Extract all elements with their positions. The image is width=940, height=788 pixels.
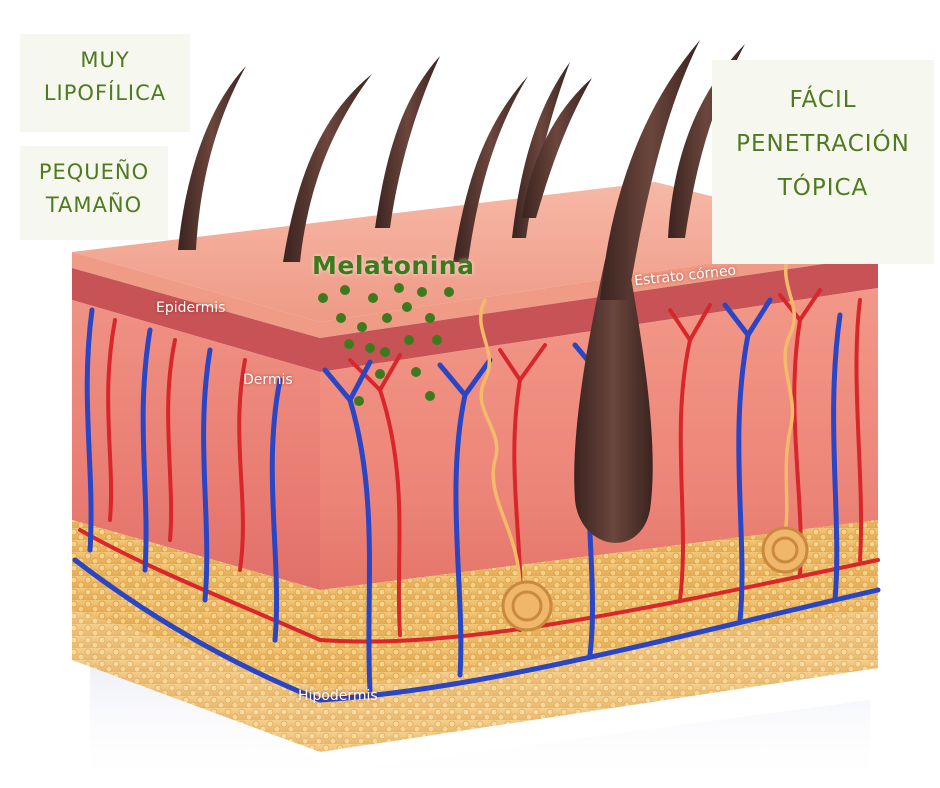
melatonin-label: Melatonina [312, 251, 475, 280]
hair-shafts [178, 40, 745, 300]
veins [72, 297, 881, 703]
callout-small-size-line1: PEQUEÑO [38, 160, 150, 184]
callout-lipophilic: MUY LIPOFÍLICA [20, 34, 190, 132]
melatonin-dots [318, 283, 454, 406]
left-face [72, 252, 320, 752]
label-epidermis: Epidermis [156, 300, 226, 316]
callout-lipophilic-line2: LIPOFÍLICA [43, 81, 167, 105]
sweat-glands [501, 526, 809, 632]
label-hypodermis: Hipodermis [298, 688, 378, 704]
callout-small-size-line2: TAMAÑO [45, 193, 143, 217]
callout-lipophilic-line1: MUY [80, 48, 130, 72]
callout-easy-penetration-line3: TÓPICA [777, 175, 869, 201]
callout-easy-penetration-line1: FÁCIL [789, 87, 857, 113]
callout-small-size: PEQUEÑO TAMAÑO [20, 146, 168, 240]
hair-follicle [574, 260, 653, 543]
callout-easy-penetration: FÁCIL PENETRACIÓN TÓPICA [712, 60, 934, 264]
nerves [478, 248, 797, 592]
callout-easy-penetration-line2: PENETRACIÓN [736, 131, 910, 157]
label-dermis: Dermis [243, 372, 293, 388]
floor-reflection [90, 650, 870, 788]
